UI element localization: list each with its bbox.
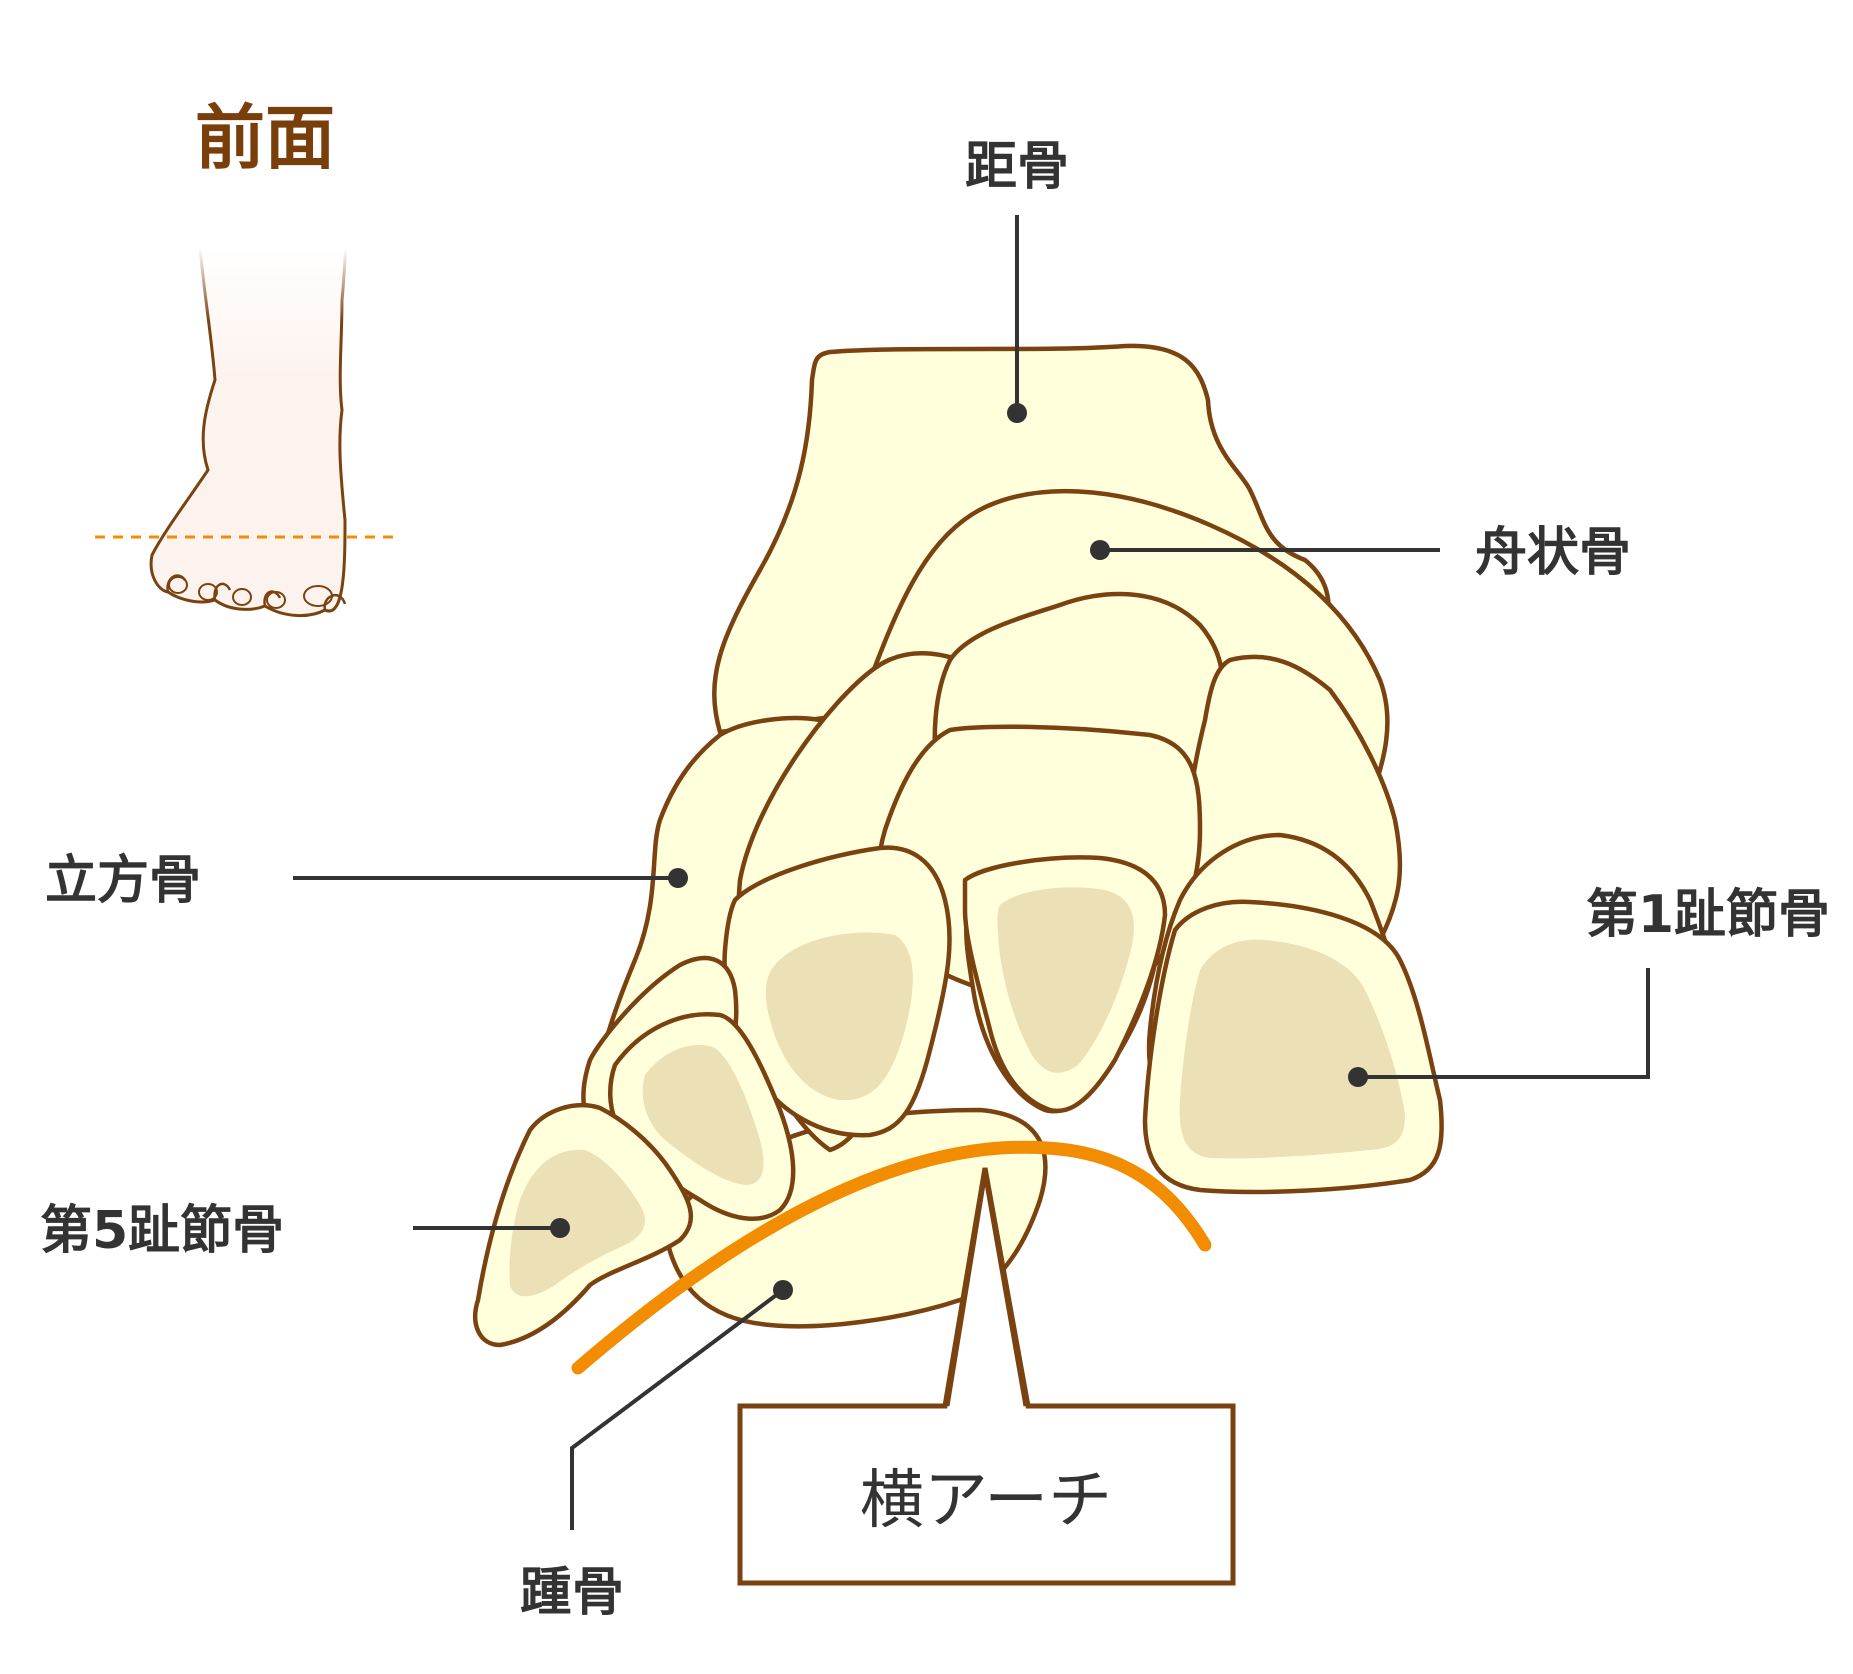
calcaneus-label: 踵骨 (520, 1563, 624, 1623)
first-phalanx-label: 第1趾節骨 (1586, 885, 1830, 945)
fifth-phalanx-label: 第5趾節骨 (40, 1201, 284, 1261)
transverse-arch-line (571, 1140, 1212, 1375)
navicular-label: 舟状骨 (1475, 523, 1631, 583)
first-phalanx-face (1179, 939, 1405, 1159)
fifth-phalanx-face (642, 1045, 764, 1185)
bones (473, 343, 1444, 1348)
transverse-arch-label: 横アーチ (860, 1464, 1112, 1538)
first-phalanx-leader (1358, 968, 1650, 1079)
calcaneus-leader (570, 1288, 785, 1530)
lateral-toe-face (509, 1149, 645, 1297)
talus-dot (1007, 403, 1027, 423)
transverse-arch-callout: 横アーチ (737, 1167, 1236, 1586)
cuboid-label: 立方骨 (45, 851, 201, 911)
view-title: 前面 (195, 97, 335, 179)
first-phalanx-dot (1348, 1067, 1368, 1087)
calcaneus-dot (773, 1280, 793, 1300)
fourth-phalanx-face (765, 932, 913, 1101)
fifth-phalanx-dot (550, 1218, 570, 1238)
talus-label: 距骨 (965, 137, 1069, 197)
second-phalanx-face (997, 887, 1134, 1073)
navicular-dot (1090, 540, 1110, 560)
foot-front-icon (95, 247, 395, 618)
cuboid-dot (668, 868, 688, 888)
leaders (293, 215, 1650, 1530)
